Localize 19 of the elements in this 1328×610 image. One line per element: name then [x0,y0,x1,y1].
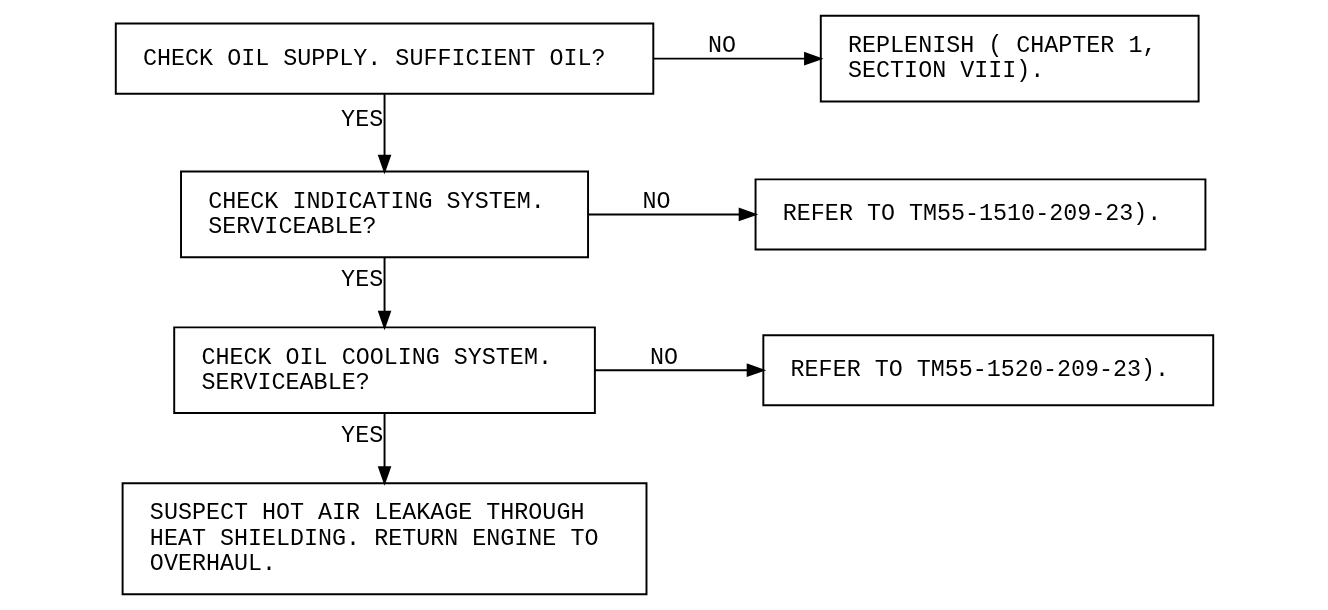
edge-label: NO [707,33,736,60]
edge-label: YES [340,422,383,449]
edge-label: YES [340,267,383,294]
arrow [586,207,758,222]
node-box: SUSPECT HOT AIR LEAKAGE THROUGH HEAT SHIELDING. RETURN ENGINE TO OVERHAUL. [121,482,647,596]
arrow [593,363,766,378]
arrow [377,93,391,175]
node-box: REPLENISH ( CHAPTER 1, SECTION VIII). [819,14,1200,103]
node-box: REFER TO TM55-1520-209-23). [761,334,1214,407]
edge-label: NO [642,188,671,215]
arrow [377,256,391,331]
arrow [377,412,391,486]
node-box: CHECK OIL SUPPLY. SUFFICIENT OIL? [114,22,654,95]
node-box: REFER TO TM55-1510-209-23). [754,178,1206,251]
node-box: CHECK INDICATING SYSTEM. SERVICEABLE? [179,170,589,259]
arrow [652,51,824,66]
node-box: CHECK OIL COOLING SYSTEM. SERVICEABLE? [172,326,596,415]
edge-label: YES [340,107,383,134]
edge-label: NO [649,344,678,371]
